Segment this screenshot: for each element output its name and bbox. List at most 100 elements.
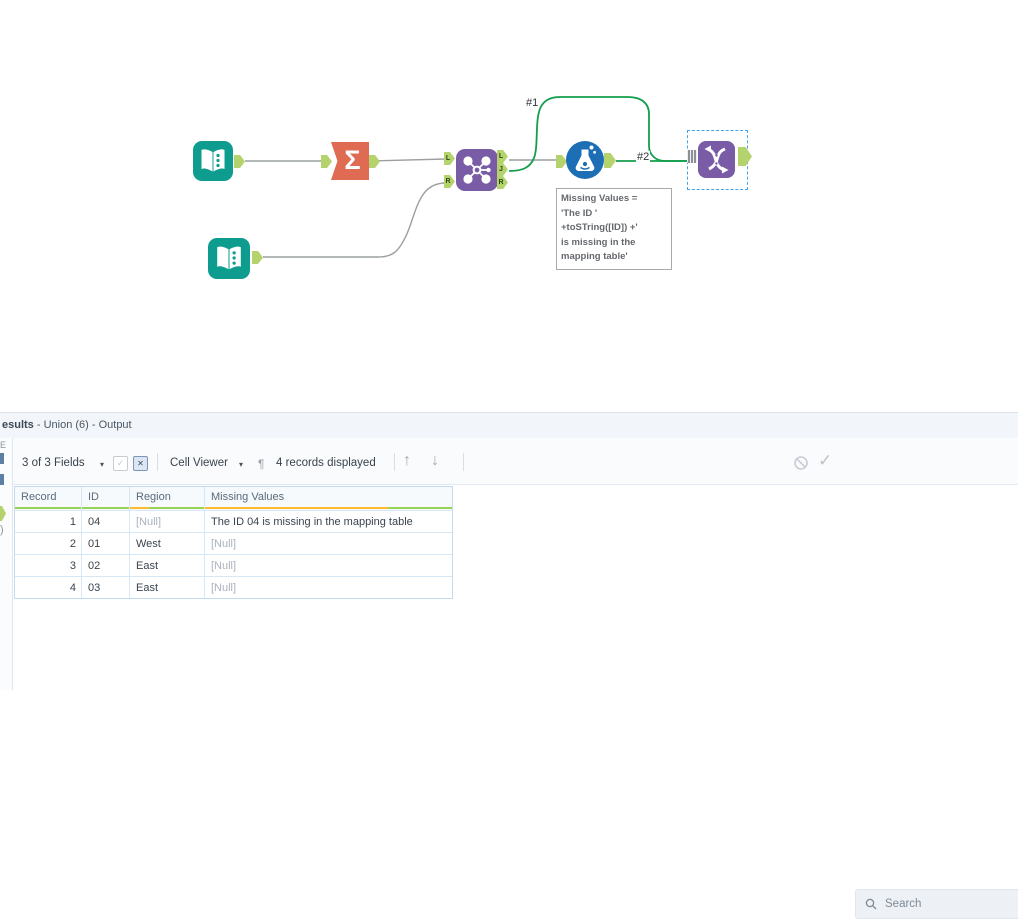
quality-bar — [205, 507, 452, 509]
union-multi-input-anchor[interactable] — [687, 150, 697, 163]
chevron-down-icon[interactable]: ▾ — [239, 460, 244, 469]
join-input-left-anchor[interactable]: L — [444, 152, 455, 165]
arrow-up-icon[interactable]: ↑ — [403, 452, 411, 469]
book-icon — [201, 149, 225, 172]
toolbar-separator — [157, 453, 158, 471]
connection-label-1: #1 — [525, 97, 540, 109]
arrow-down-icon[interactable]: ↓ — [431, 452, 439, 469]
join-output-right-anchor[interactable]: R — [497, 176, 508, 189]
toolbar-separator — [463, 453, 464, 471]
cell-record[interactable]: 2 — [15, 532, 82, 554]
input2-output-anchor[interactable] — [252, 251, 263, 264]
table-row[interactable]: 3 02 East [Null] — [15, 554, 452, 576]
cell-region[interactable]: East — [130, 576, 205, 598]
formula-input-anchor[interactable] — [556, 155, 567, 168]
quality-bar — [15, 507, 81, 509]
results-title-bold: esults — [2, 419, 34, 431]
workflow-canvas[interactable]: #1 #2 Σ L R L J R — [0, 0, 1018, 412]
annotation-line: 'The ID ' — [561, 207, 598, 219]
deselect-fields-icon[interactable]: ✕ — [133, 456, 148, 471]
column-header-record[interactable]: Record — [15, 487, 82, 510]
search-icon — [865, 898, 877, 910]
union-helix-icon — [704, 145, 729, 174]
join-network-icon — [463, 156, 491, 184]
cell-missing-values[interactable]: [Null] — [205, 576, 452, 598]
cell-region[interactable]: [Null] — [130, 510, 205, 532]
connections-layer — [245, 96, 688, 258]
cell-id[interactable]: 04 — [82, 510, 130, 532]
results-side-strip — [0, 438, 13, 690]
annotation-line: +toSTring([ID]) +' — [561, 222, 638, 233]
cell-region[interactable]: East — [130, 554, 205, 576]
results-panel-title: esults - Union (6) - Output — [0, 412, 1018, 439]
table-row[interactable]: 2 01 West [Null] — [15, 532, 452, 554]
column-header-id[interactable]: ID — [82, 487, 130, 510]
join-output-join-anchor[interactable]: J — [497, 163, 508, 176]
cell-viewer-dropdown[interactable]: Cell Viewer — [170, 457, 228, 469]
union-tool[interactable] — [698, 141, 735, 178]
formula-tool[interactable] — [566, 141, 604, 179]
anchor-letter: L — [445, 155, 451, 162]
no-filter-icon[interactable] — [793, 455, 809, 471]
cell-record[interactable]: 3 — [15, 554, 82, 576]
cell-record[interactable]: 1 — [15, 510, 82, 532]
column-header-missing-values[interactable]: Missing Values — [205, 487, 452, 510]
flask-icon — [566, 141, 604, 179]
summarize-output-anchor[interactable] — [369, 155, 380, 168]
quality-bar — [130, 507, 204, 509]
whitespace-toggle-icon[interactable]: ¶ — [258, 457, 265, 471]
search-input[interactable] — [883, 897, 997, 911]
column-label: Region — [136, 491, 171, 503]
join-tool[interactable] — [456, 149, 498, 191]
connection-summarize-join[interactable] — [369, 158, 447, 162]
input-data-tool-2[interactable] — [208, 238, 250, 279]
column-label: Record — [21, 491, 57, 503]
cell-missing-values[interactable]: [Null] — [205, 554, 452, 576]
grid-header-row: Record ID Region Missing Values — [15, 487, 452, 510]
anchor-letter: R — [498, 179, 504, 186]
strip-blue-square-icon — [0, 474, 4, 485]
chevron-down-icon[interactable]: ▾ — [100, 460, 105, 469]
connection-label-2: #2 — [636, 151, 651, 163]
quality-bar — [82, 507, 129, 509]
cell-missing-values[interactable]: [Null] — [205, 532, 452, 554]
column-header-region[interactable]: Region — [130, 487, 205, 510]
search-box[interactable] — [855, 889, 1018, 919]
cell-id[interactable]: 02 — [82, 554, 130, 576]
connection-join-union[interactable] — [508, 96, 688, 172]
cell-region[interactable]: West — [130, 532, 205, 554]
anchor-letter: J — [499, 166, 503, 173]
cell-id[interactable]: 01 — [82, 532, 130, 554]
formula-output-anchor[interactable] — [604, 153, 616, 168]
cell-id[interactable]: 03 — [82, 576, 130, 598]
fields-dropdown[interactable]: 3 of 3 Fields — [22, 457, 85, 469]
input1-output-anchor[interactable] — [234, 155, 245, 168]
column-label: ID — [88, 491, 99, 503]
table-row[interactable]: 4 03 East [Null] — [15, 576, 452, 598]
table-row[interactable]: 1 04 [Null] The ID 04 is missing in the … — [15, 510, 452, 532]
toolbar-separator — [394, 453, 395, 471]
cell-record[interactable]: 4 — [15, 576, 82, 598]
select-fields-checkbox-icon[interactable]: ✓ — [113, 456, 128, 471]
cell-missing-values[interactable]: The ID 04 is missing in the mapping tabl… — [205, 510, 452, 532]
join-output-left-anchor[interactable]: L — [497, 150, 508, 163]
apply-check-icon[interactable]: ✓ — [818, 451, 833, 470]
strip-partial-label-top: E — [0, 440, 7, 450]
results-data-grid: Record ID Region Missing Values 1 04 [Nu… — [14, 486, 453, 599]
formula-annotation[interactable]: Missing Values = 'The ID ' +toSTring([ID… — [556, 188, 672, 270]
results-title-rest: - Union (6) - Output — [33, 419, 132, 431]
sigma-icon: Σ — [344, 145, 361, 175]
strip-blue-square-icon — [0, 453, 4, 464]
join-input-right-anchor[interactable]: R — [444, 175, 455, 188]
results-toolbar: 3 of 3 Fields ▾ ✓ ✕ Cell Viewer ▾ ¶ 4 re… — [0, 438, 1018, 919]
annotation-line: Missing Values = — [561, 193, 638, 204]
connection-input2-join[interactable] — [263, 182, 447, 258]
book-icon — [217, 246, 241, 270]
anchor-letter: R — [445, 178, 451, 185]
union-output-anchor[interactable] — [738, 147, 752, 166]
records-displayed-label: 4 records displayed — [276, 457, 376, 469]
annotation-line: mapping table' — [561, 251, 628, 262]
summarize-input-anchor[interactable] — [321, 155, 332, 168]
anchor-letter: L — [498, 153, 504, 160]
input-data-tool-1[interactable] — [193, 141, 233, 181]
